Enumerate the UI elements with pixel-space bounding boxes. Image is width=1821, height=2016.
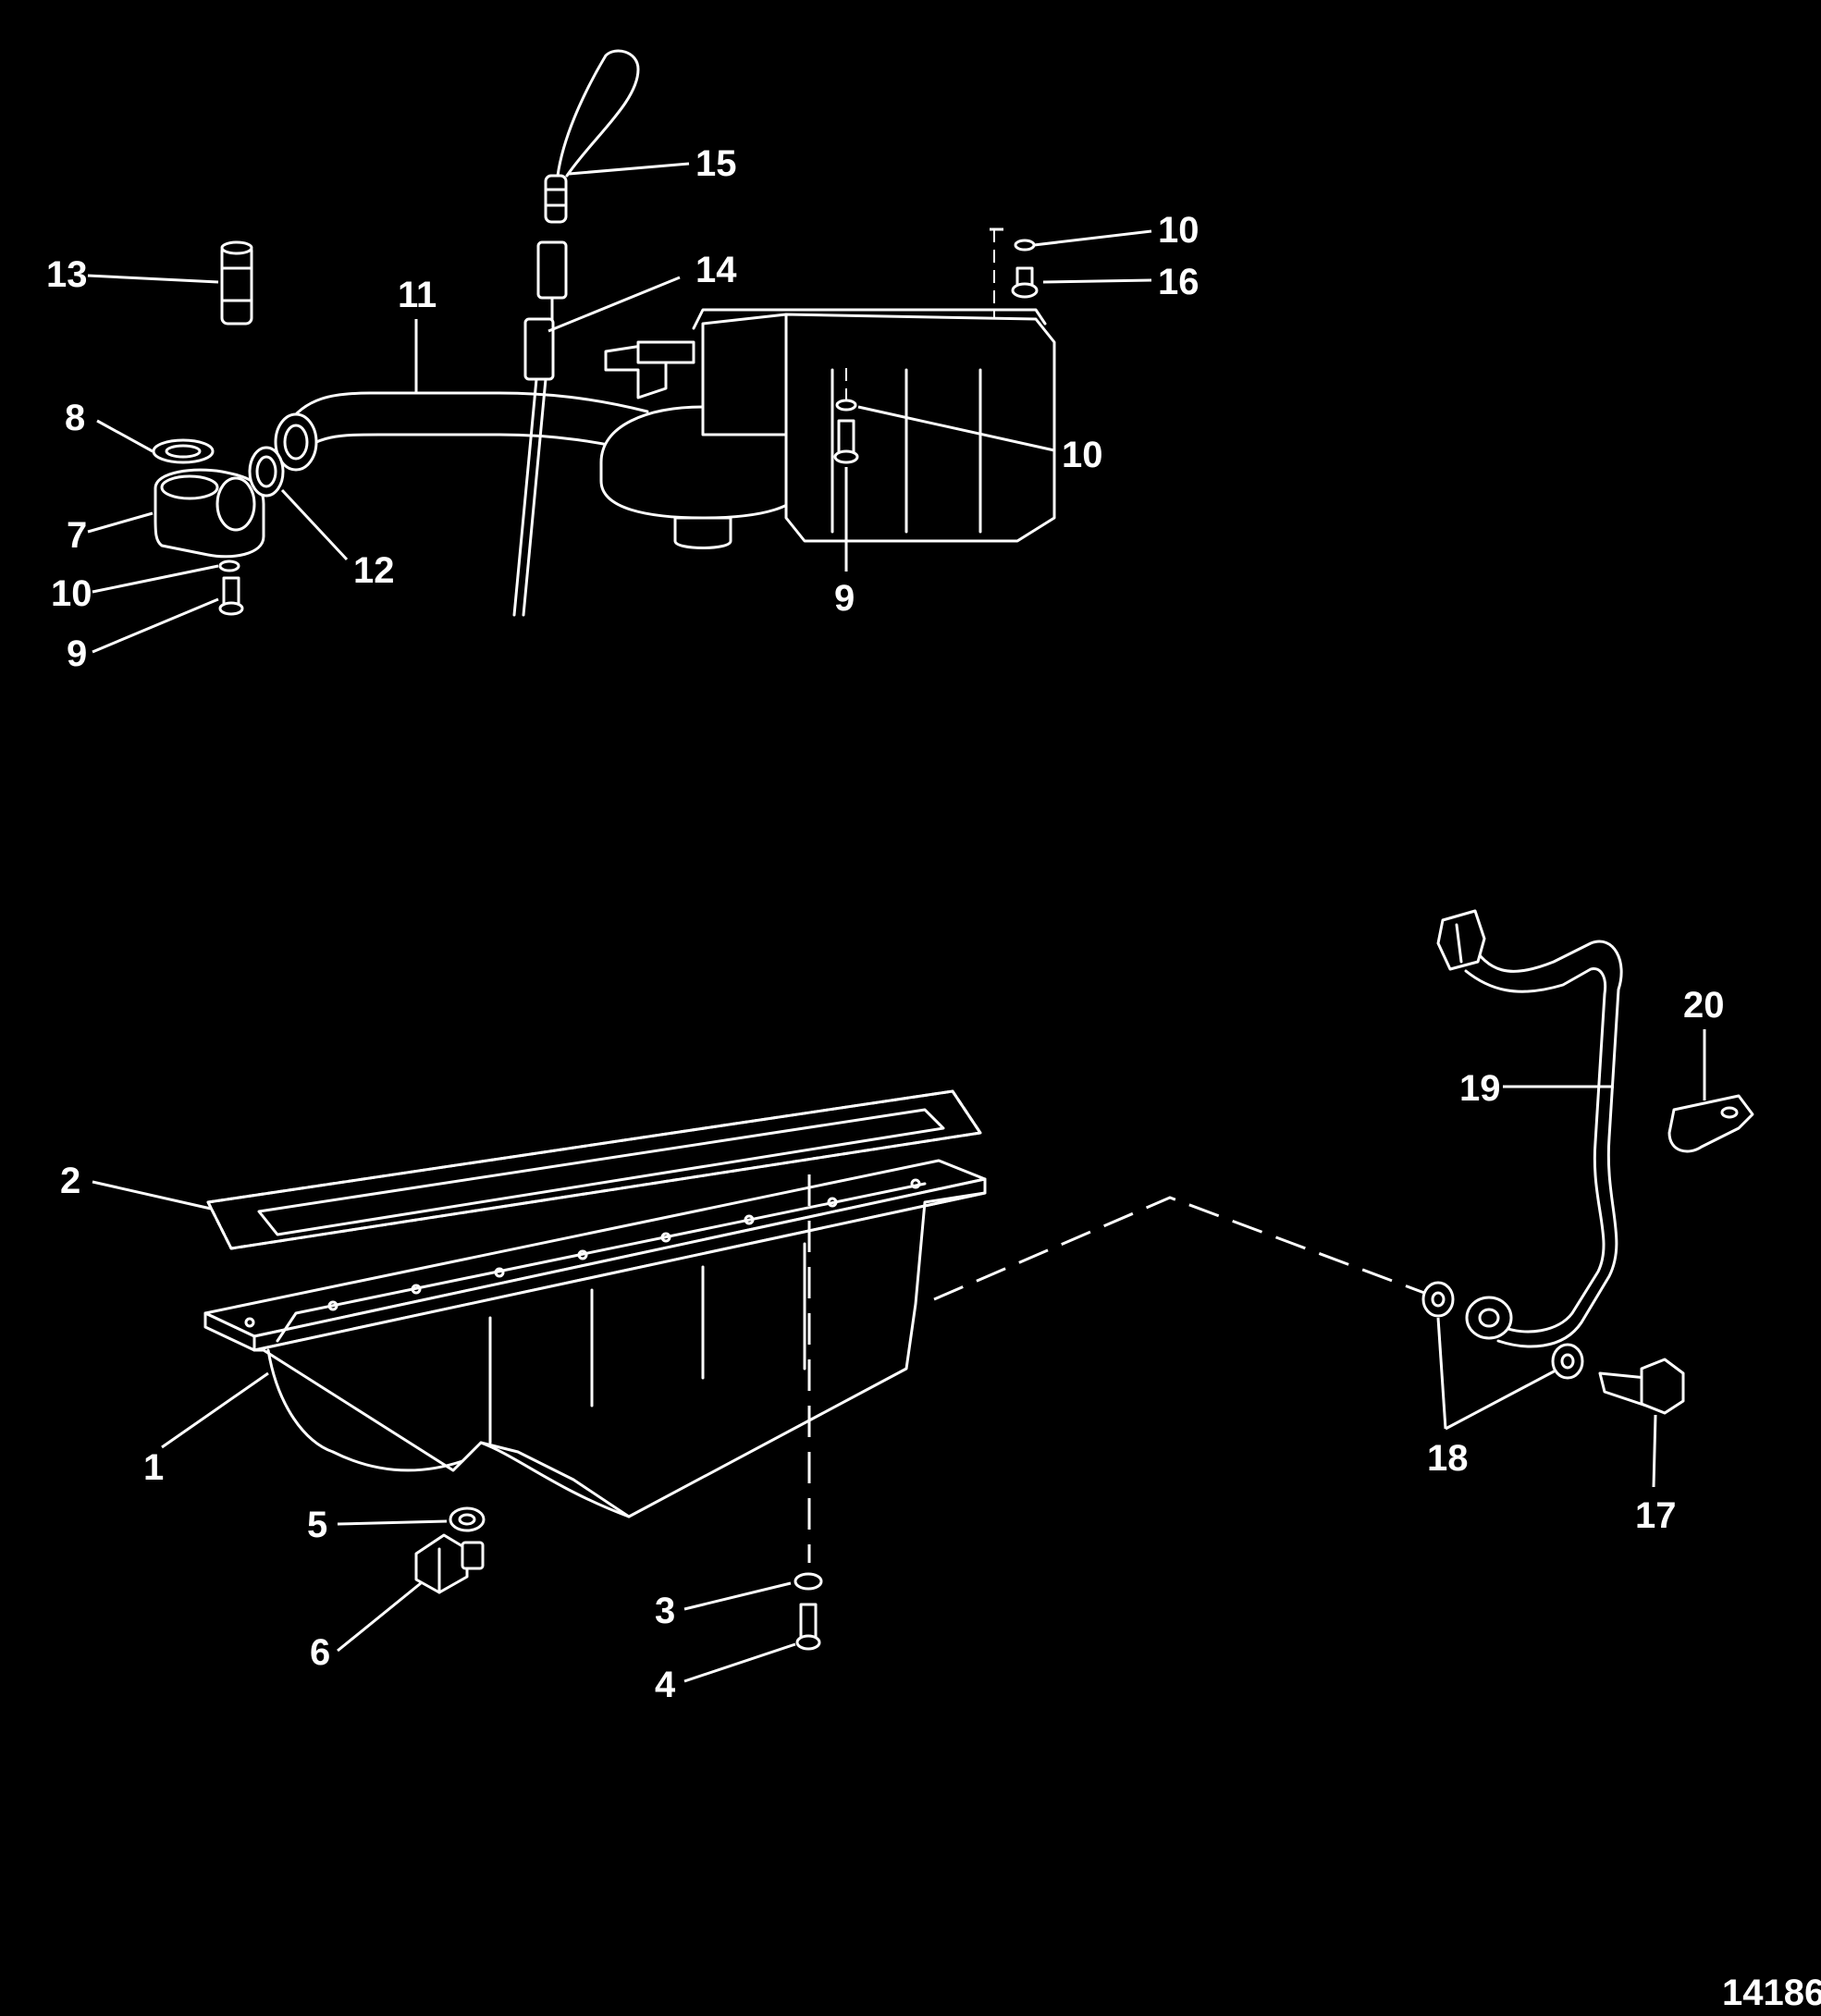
callout-20: 20: [1683, 985, 1725, 1026]
callout-13: 13: [46, 254, 88, 295]
callout-2: 2: [60, 1161, 80, 1201]
part-1-oil-pan: [203, 1159, 987, 1518]
callout-11: 11: [398, 275, 437, 315]
callout-19: 19: [1459, 1068, 1501, 1109]
callout-1: 1: [143, 1447, 164, 1488]
tube-fitting: [1465, 1296, 1513, 1340]
callout-12: 12: [353, 550, 395, 591]
part-10-washer-right: [1014, 239, 1036, 252]
callout-18: 18: [1427, 1438, 1469, 1479]
callout-6: 6: [310, 1632, 330, 1673]
callout-10-left: 10: [51, 573, 92, 614]
callout-5: 5: [307, 1505, 327, 1545]
part-15-dipstick: [536, 49, 640, 326]
leader-lines: [87, 162, 1706, 1683]
part-9-screw-center: [833, 368, 859, 464]
callout-labels: 13 8 7 10 9 12 11 14 15 10 16 10 9 2 1 5…: [46, 143, 1725, 1705]
part-3-washer: [794, 1572, 823, 1591]
part-2-pan-gasket: [206, 1089, 982, 1250]
part-6-drain-plug: [414, 1533, 485, 1594]
part-10-washer-left: [218, 559, 240, 572]
part-9-screw-left: [218, 576, 244, 616]
callout-4: 4: [655, 1665, 676, 1705]
callout-15: 15: [695, 143, 737, 184]
callout-17: 17: [1635, 1495, 1677, 1536]
callout-10-center: 10: [1062, 435, 1103, 475]
callout-3: 3: [655, 1591, 675, 1631]
part-18-washers: [1421, 1281, 1584, 1380]
part-20-clip: [1667, 1094, 1754, 1153]
part-7-flange-elbow: [154, 468, 265, 559]
part-10-washer-center: [835, 399, 857, 412]
callout-14: 14: [695, 250, 737, 290]
part-12-o-ring: [248, 446, 285, 498]
part-4-screw: [795, 1603, 821, 1651]
callout-8: 8: [65, 398, 85, 438]
callout-10-right: 10: [1158, 210, 1200, 251]
part-13-coupling: [220, 240, 253, 326]
part-5-washer: [449, 1506, 486, 1532]
part-14-dipstick-tube: [512, 317, 555, 617]
callout-9-center: 9: [834, 578, 855, 619]
callout-16: 16: [1158, 262, 1200, 302]
part-19-tube: [1436, 909, 1623, 1348]
part-8-gasket: [152, 438, 215, 464]
callout-9-left: 9: [67, 633, 87, 674]
part-16-screw: [1011, 266, 1039, 299]
part-11-pickup-tube: [274, 391, 649, 472]
part-17-bolt: [1598, 1358, 1685, 1415]
oil-pump-screen: [599, 308, 1056, 549]
callout-7: 7: [67, 515, 87, 556]
pan-bolt-holes: [244, 1178, 921, 1328]
figure-number: 14186: [1722, 1973, 1821, 2013]
